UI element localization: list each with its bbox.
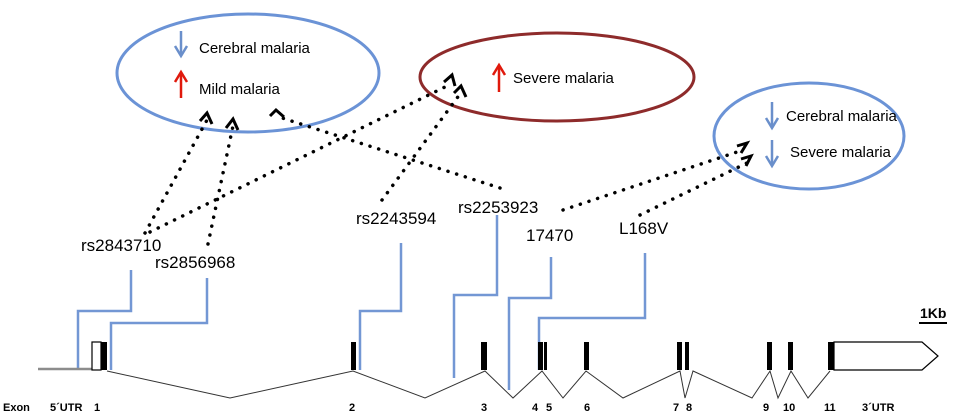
dotted-connectors	[143, 82, 751, 246]
exon-labels-row: Exon 5´UTR 1 2 3 4 5 6 7 8 9 10 11 3´UTR	[3, 402, 894, 413]
exon-7	[677, 342, 682, 370]
exon-11	[828, 342, 834, 370]
exon-3	[481, 342, 487, 370]
exon-number-3: 3	[481, 402, 487, 413]
exon-number-8: 8	[686, 402, 692, 413]
left-cerebral-down-arrow-icon	[173, 31, 189, 59]
right-cerebral-down-arrow-icon	[764, 102, 780, 131]
exon-6	[584, 342, 589, 370]
exon-10	[788, 342, 793, 370]
exon-number-10: 10	[783, 402, 795, 413]
exon-number-4: 4	[532, 402, 539, 413]
exon-5	[544, 342, 547, 370]
right-severe-label: Severe malaria	[790, 144, 892, 161]
scale-bar-label: 1Kb	[920, 305, 946, 321]
variant-label-rs2856968: rs2856968	[155, 253, 235, 272]
middle-association-ellipse	[418, 31, 696, 123]
exon-number-11: 11	[824, 402, 836, 413]
exon-1	[101, 342, 107, 370]
variant-label-L168V: L168V	[619, 219, 669, 238]
exon-1-utr	[91, 341, 102, 371]
exon-9	[767, 342, 772, 370]
utr5-label: 5´UTR	[50, 402, 82, 413]
variant-label-rs2253923: rs2253923	[458, 198, 538, 217]
exon-number-1: 1	[94, 402, 100, 413]
left-cerebral-label: Cerebral malaria	[199, 40, 311, 57]
middle-severe-up-arrow-icon	[491, 62, 507, 92]
utr3-label: 3´UTR	[862, 402, 894, 413]
exon-8	[685, 342, 689, 370]
connector-arrowheads	[198, 72, 754, 167]
utr3-box	[833, 341, 939, 371]
exon-number-2: 2	[349, 402, 355, 413]
variant-label-rs2843710: rs2843710	[81, 236, 161, 255]
exon-row-label: Exon	[3, 402, 30, 413]
left-association-ellipse	[115, 12, 381, 134]
middle-severe-label: Severe malaria	[513, 70, 615, 87]
intron-line	[106, 369, 831, 400]
exon-2	[351, 342, 356, 370]
variant-label-17470: 17470	[526, 226, 573, 245]
exon-number-7: 7	[673, 402, 679, 413]
left-mild-up-arrow-icon	[173, 69, 189, 98]
left-mild-label: Mild malaria	[199, 81, 281, 98]
gene-structure	[38, 341, 939, 400]
right-severe-down-arrow-icon	[764, 140, 780, 169]
exon-4	[538, 342, 543, 370]
exon-number-5: 5	[546, 402, 552, 413]
right-cerebral-label: Cerebral malaria	[786, 108, 898, 125]
right-association-ellipse	[712, 81, 906, 191]
variant-position-lines	[76, 215, 647, 390]
variant-label-rs2243594: rs2243594	[356, 209, 436, 228]
exon-number-6: 6	[584, 402, 590, 413]
exon-number-9: 9	[763, 402, 769, 413]
